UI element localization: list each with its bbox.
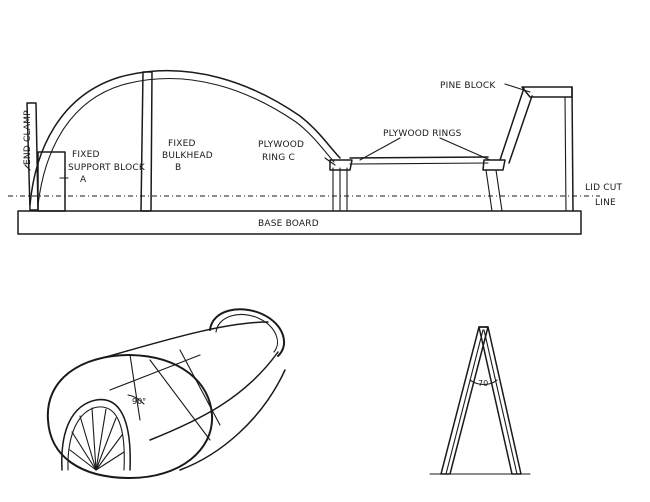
- label-fixed-support-1: FIXED: [72, 150, 100, 160]
- label-fixed-support-2: SUPPORT BLOCK: [68, 163, 146, 173]
- side-elevation: [8, 70, 600, 235]
- label-base-board: BASE BOARD: [258, 219, 319, 229]
- label-fixed-bulkhead-3: B: [175, 163, 181, 173]
- plywood-ring-right: [482, 159, 506, 171]
- label-pine-block: PINE BLOCK: [440, 81, 496, 91]
- perspective-sketch: [46, 308, 286, 479]
- a-frame: [429, 326, 531, 475]
- label-plywood-rings: PLYWOOD RINGS: [383, 129, 462, 139]
- label-plywood-ring-c-1: PLYWOOD: [258, 140, 304, 150]
- label-lid-cut-1: LID CUT: [585, 183, 623, 193]
- label-angle-perspective: 90°: [132, 397, 146, 406]
- fixed-bulkhead: [140, 71, 153, 212]
- base-board: [17, 210, 582, 235]
- label-fixed-bulkhead-2: BULKHEAD: [162, 151, 213, 161]
- label-plywood-ring-c-2: RING C: [262, 153, 295, 163]
- label-fixed-bulkhead-1: FIXED: [168, 139, 196, 149]
- label-fixed-support-3: A: [80, 175, 87, 185]
- label-end-clamp: END CLAMP: [23, 110, 33, 165]
- label-lid-cut-2: LINE: [595, 198, 616, 208]
- plywood-ring-c: [329, 159, 353, 171]
- main-arch-outer: [29, 70, 341, 206]
- label-angle-aframe: 70: [478, 379, 488, 388]
- main-arch-inner: [37, 78, 335, 206]
